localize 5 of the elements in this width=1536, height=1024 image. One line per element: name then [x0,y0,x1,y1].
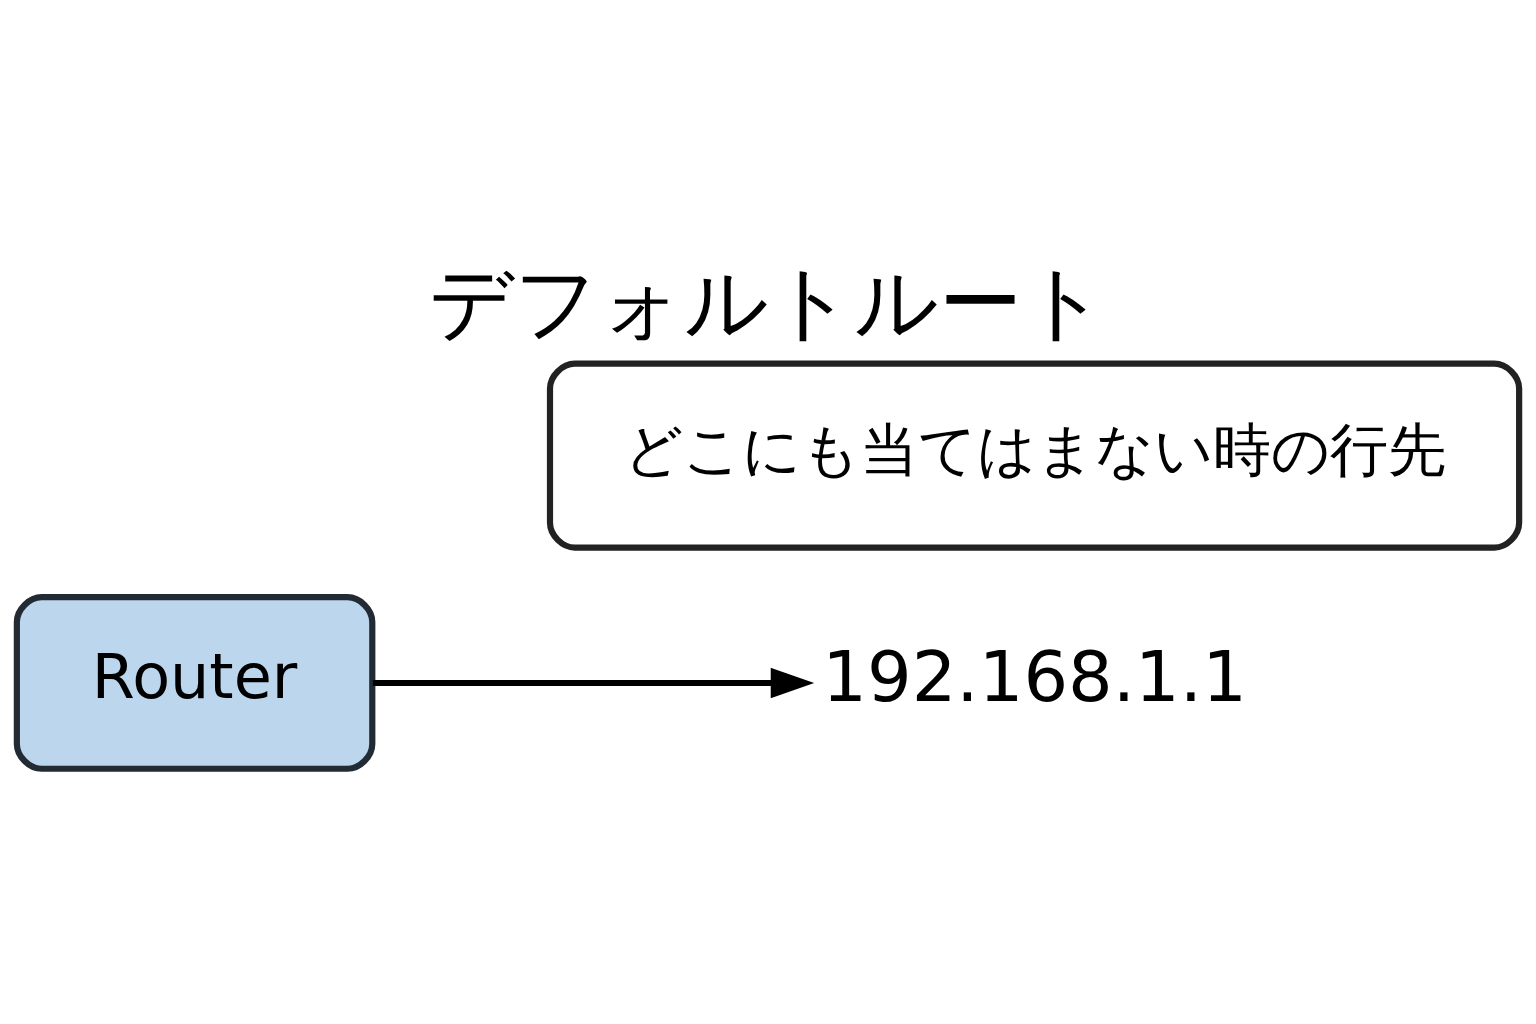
arrow [372,667,815,698]
diagram-title: デフォルトルート [429,253,1107,350]
node-box: Router [13,593,376,772]
node-text: 192.168.1.1 [822,635,1247,718]
node-box: どこにも当てはまない時の行先 [546,360,1523,551]
